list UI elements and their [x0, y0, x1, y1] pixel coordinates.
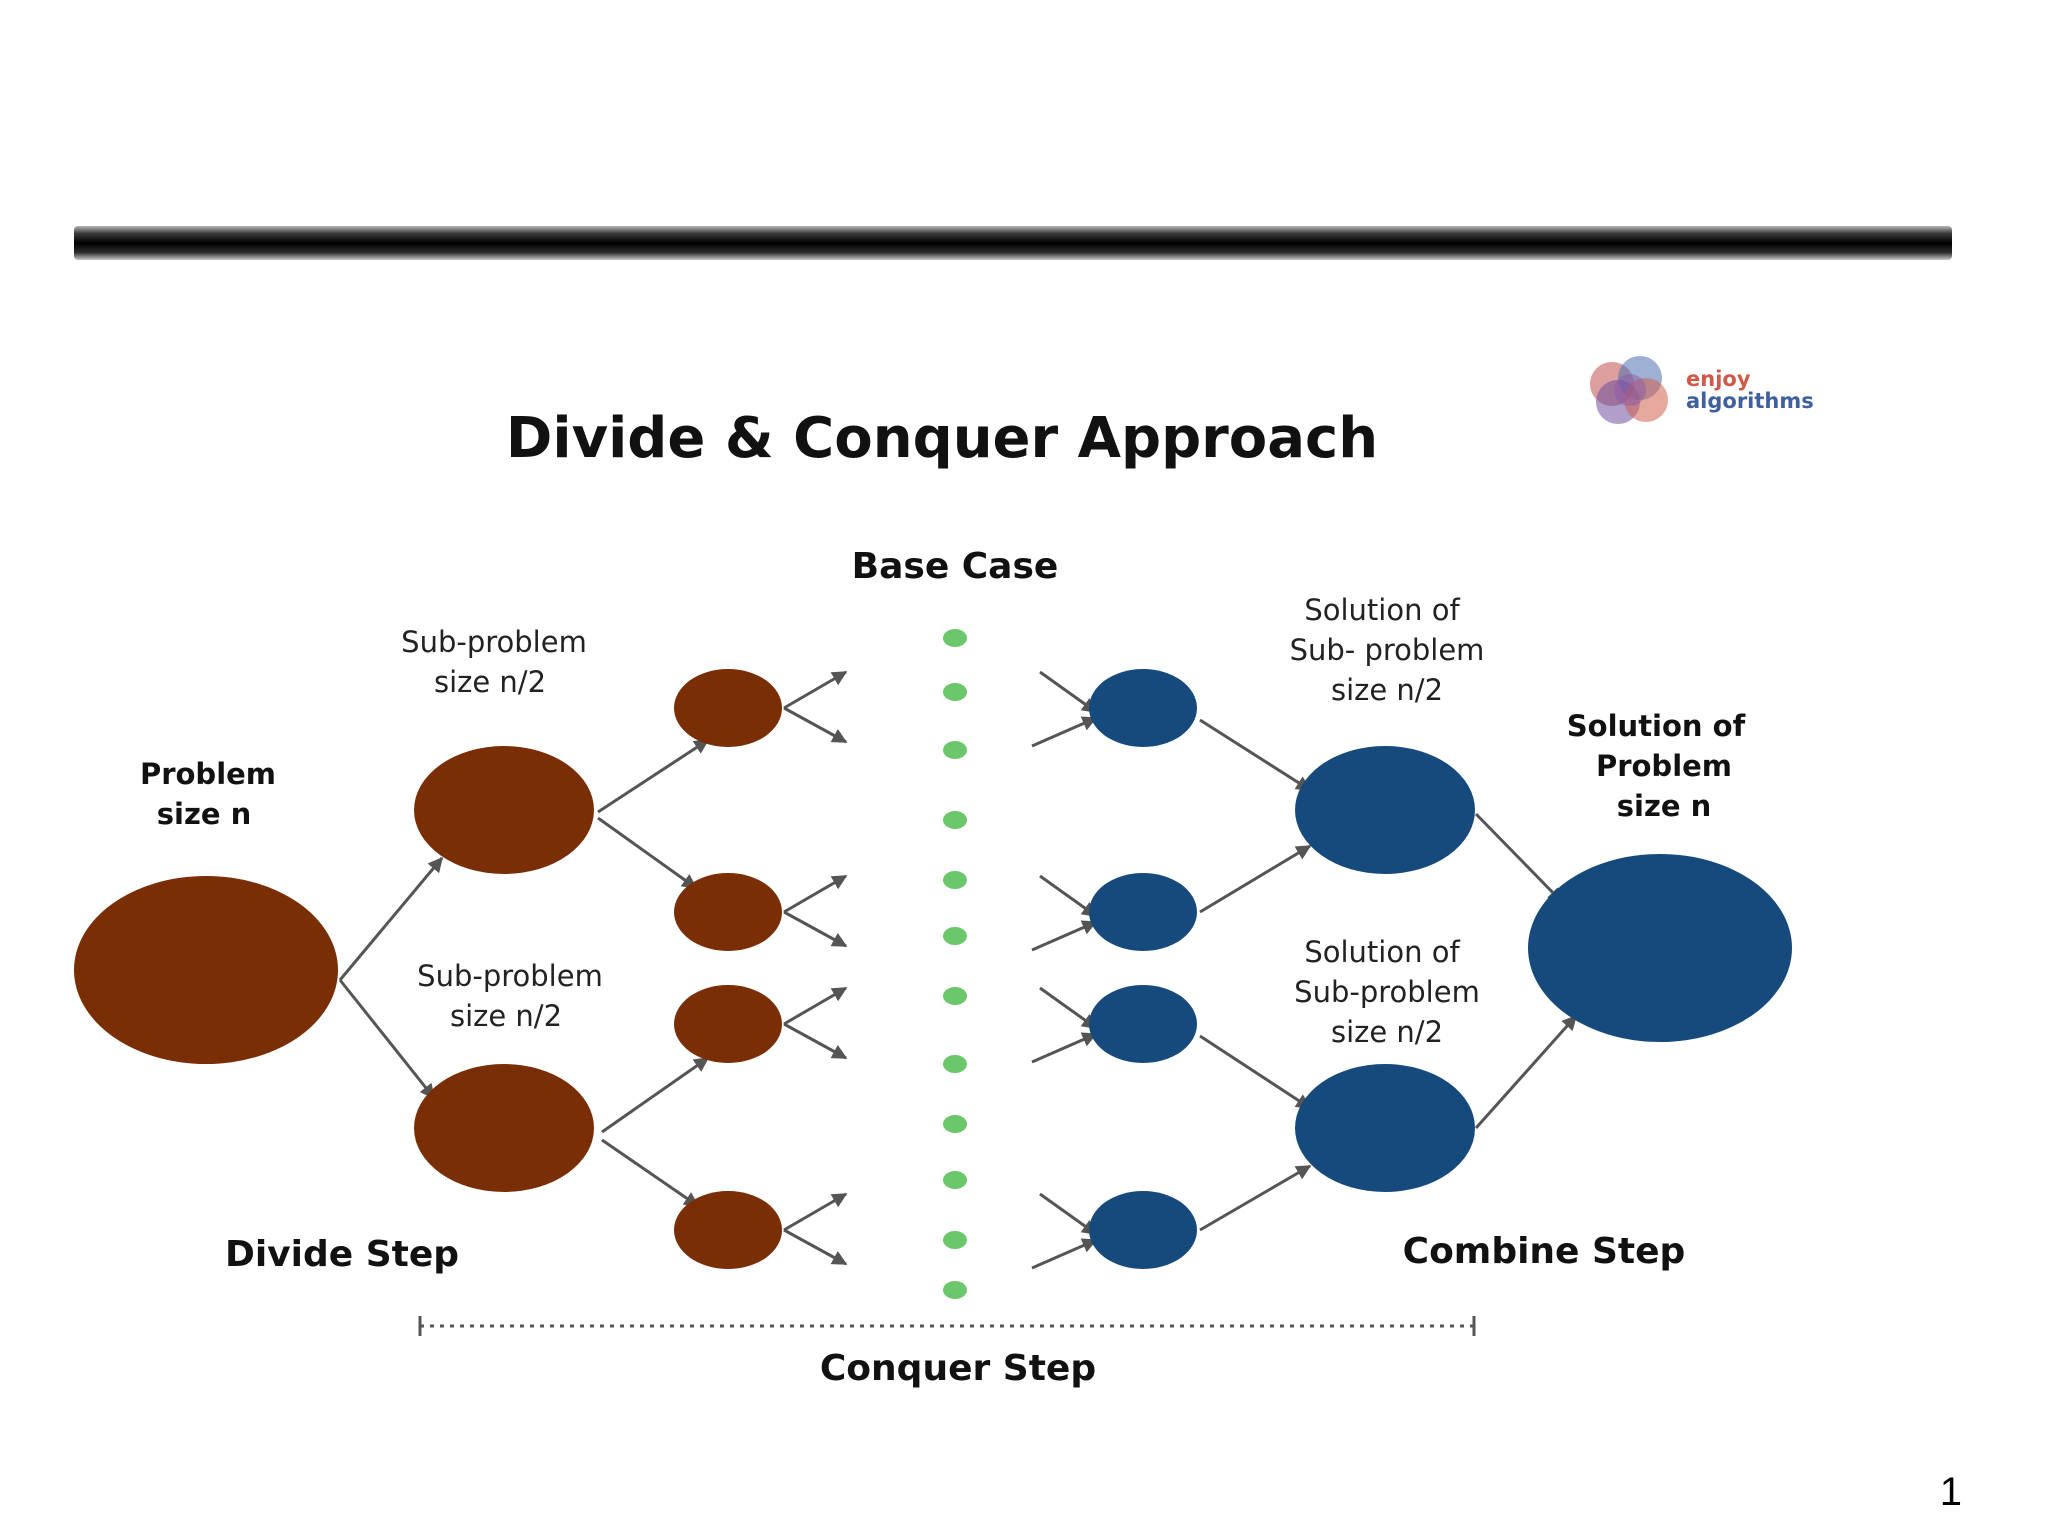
arrow-combine-leaf-1-in-top: [1039, 670, 1098, 714]
base-case-dot-8: [943, 1055, 967, 1073]
combine-nodes: [1089, 669, 1792, 1269]
problem-label-line2: size n: [157, 797, 252, 831]
arrow-divide-leaf-4-up: [783, 1192, 848, 1232]
subproblem-top-label-line2: size n/2: [434, 665, 546, 699]
leaf-node-divide-3: [674, 985, 782, 1063]
base-case-dot-3: [943, 741, 967, 759]
leaf-node-combine-1: [1089, 669, 1197, 747]
header-rule: [74, 226, 1952, 260]
arrow-divide-leaf-1-up: [783, 670, 848, 710]
leaf-node-combine-2: [1089, 873, 1197, 951]
solution-sub-top-label-line2: Sub- problem: [1290, 633, 1485, 667]
subproblem-bottom-label-line2: size n/2: [450, 999, 562, 1033]
arrow-combine-leaf-4-in-bottom: [1031, 1238, 1098, 1270]
arrow-combine-leaf-2-in-bottom: [1031, 920, 1098, 952]
arrow-problem-to-sub-top: [338, 856, 444, 981]
arrow-combine-leaf-3-in-bottom: [1031, 1032, 1098, 1064]
base-case-dot-1: [943, 629, 967, 647]
subproblem-node-top: [414, 746, 594, 874]
solution-problem-label-line1: Solution of: [1567, 709, 1746, 743]
base-case-dot-10: [943, 1171, 967, 1189]
arrow-sol-bottom-to-problem: [1474, 1014, 1578, 1129]
problem-node: [74, 876, 338, 1064]
diagram-title: Divide & Conquer Approach: [506, 406, 1378, 471]
arrow-sub-bottom-to-leaf-4: [601, 1138, 700, 1208]
base-case-dot-5: [943, 871, 967, 889]
divide-step-label: Divide Step: [225, 1234, 459, 1275]
arrow-divide-leaf-1-down: [783, 706, 848, 744]
solution-sub-top-label-line1: Solution of: [1304, 593, 1460, 627]
leaf-node-divide-2: [674, 873, 782, 951]
divide-nodes: [74, 669, 782, 1269]
base-case-dot-9: [943, 1115, 967, 1133]
leaf-node-divide-4: [674, 1191, 782, 1269]
subproblem-node-bottom: [414, 1064, 594, 1192]
arrow-combine-leaf-1-in-bottom: [1031, 716, 1098, 748]
logo-text-enjoy: enjoy: [1686, 367, 1751, 391]
arrow-leaf-1-to-sol-top: [1199, 718, 1312, 792]
subproblem-bottom-label-line1: Sub-problem: [417, 959, 603, 993]
arrow-divide-leaf-4-down: [783, 1228, 848, 1266]
conquer-step-label: Conquer Step: [820, 1348, 1096, 1389]
solution-sub-bottom-label-line2: Sub-problem: [1294, 975, 1480, 1009]
arrows: [338, 670, 1578, 1270]
base-case-label: Base Case: [852, 546, 1059, 587]
enjoy-algorithms-logo: enjoy algorithms: [1590, 356, 1814, 424]
base-case-dot-2: [943, 683, 967, 701]
leaf-node-combine-3: [1089, 985, 1197, 1063]
arrow-sub-bottom-to-leaf-3: [601, 1056, 710, 1134]
arrow-divide-leaf-3-down: [783, 1022, 848, 1060]
arrow-sub-top-to-leaf-2: [597, 816, 698, 890]
solution-problem-label-line2: Problem: [1596, 749, 1732, 783]
arrow-leaf-2-to-sol-top: [1199, 844, 1312, 914]
arrow-sol-top-to-problem: [1474, 812, 1564, 904]
conquer-span: [418, 1316, 1476, 1336]
base-case-dot-11: [943, 1231, 967, 1249]
base-case-dot-6: [943, 927, 967, 945]
arrow-leaf-3-to-sol-bottom: [1199, 1034, 1312, 1110]
solution-subproblem-node-bottom: [1295, 1064, 1475, 1192]
solution-sub-bottom-label-line3: size n/2: [1331, 1015, 1443, 1049]
solution-sub-bottom-label-line1: Solution of: [1304, 935, 1460, 969]
problem-label-line1: Problem: [140, 757, 276, 791]
arrow-combine-leaf-3-in-top: [1039, 986, 1098, 1030]
arrow-combine-leaf-4-in-top: [1039, 1192, 1098, 1236]
base-case-dot-12: [943, 1281, 967, 1299]
arrow-problem-to-sub-bottom: [338, 979, 436, 1100]
arrow-combine-leaf-2-in-top: [1039, 874, 1098, 918]
leaf-node-combine-4: [1089, 1191, 1197, 1269]
base-case-dot-7: [943, 987, 967, 1005]
arrow-divide-leaf-2-down: [783, 910, 848, 948]
combine-step-label: Combine Step: [1403, 1231, 1686, 1272]
solution-problem-node: [1528, 854, 1792, 1042]
arrow-divide-leaf-2-up: [783, 874, 848, 914]
subproblem-top-label-line1: Sub-problem: [401, 625, 587, 659]
solution-problem-label-line3: size n: [1617, 789, 1712, 823]
solution-sub-top-label-line3: size n/2: [1331, 673, 1443, 707]
logo-text-algorithms: algorithms: [1686, 389, 1814, 413]
page-number: 1: [1939, 1470, 1962, 1514]
base-case-dots: [943, 629, 967, 1299]
base-case-dot-4: [943, 811, 967, 829]
arrow-divide-leaf-3-up: [783, 986, 848, 1026]
arrow-sub-top-to-leaf-1: [597, 738, 710, 814]
arrow-leaf-4-to-sol-bottom: [1199, 1164, 1312, 1232]
solution-subproblem-node-top: [1295, 746, 1475, 874]
leaf-node-divide-1: [674, 669, 782, 747]
